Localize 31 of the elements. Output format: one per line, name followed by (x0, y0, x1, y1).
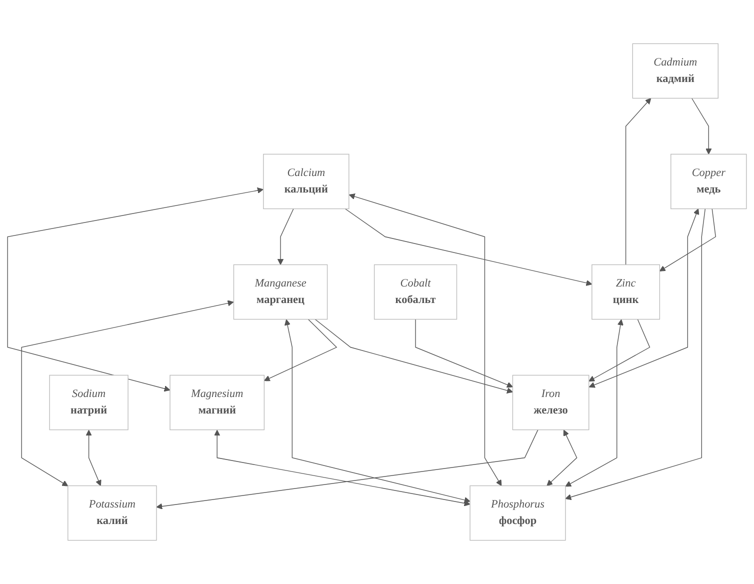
arrow (691, 98, 712, 154)
node-box: Calcium кальций (263, 154, 350, 210)
node-box: Iron железо (512, 374, 590, 430)
arrow (588, 208, 700, 388)
node-box: Magnesium магний (170, 374, 265, 430)
node-box: Phosphorus фосфор (470, 485, 566, 541)
arrow (348, 194, 502, 486)
node-box: Copper медь (670, 154, 747, 210)
arrow (21, 300, 234, 486)
arrow (156, 429, 538, 510)
arrow (284, 319, 470, 503)
arrow (344, 208, 592, 286)
arrow (659, 208, 716, 272)
arrow (7, 187, 264, 392)
node-box: Cadmium кадмий (632, 43, 718, 99)
arrow (277, 208, 294, 265)
arrow (214, 430, 470, 506)
arrow (314, 318, 513, 394)
arrow (415, 318, 513, 388)
arrow (588, 318, 650, 382)
node-box: Potassium калий (68, 485, 157, 541)
arrow (565, 208, 706, 500)
node-box: Sodium натрий (49, 374, 128, 430)
arrow (546, 430, 578, 486)
arrow (565, 319, 624, 487)
arrow (625, 98, 652, 266)
node-box: Cobalt кобальт (374, 264, 458, 320)
node-box: Manganese марганец (233, 264, 328, 320)
arrow (86, 430, 102, 486)
arrow (264, 318, 338, 382)
node-box: Zinc цинк (592, 264, 660, 320)
